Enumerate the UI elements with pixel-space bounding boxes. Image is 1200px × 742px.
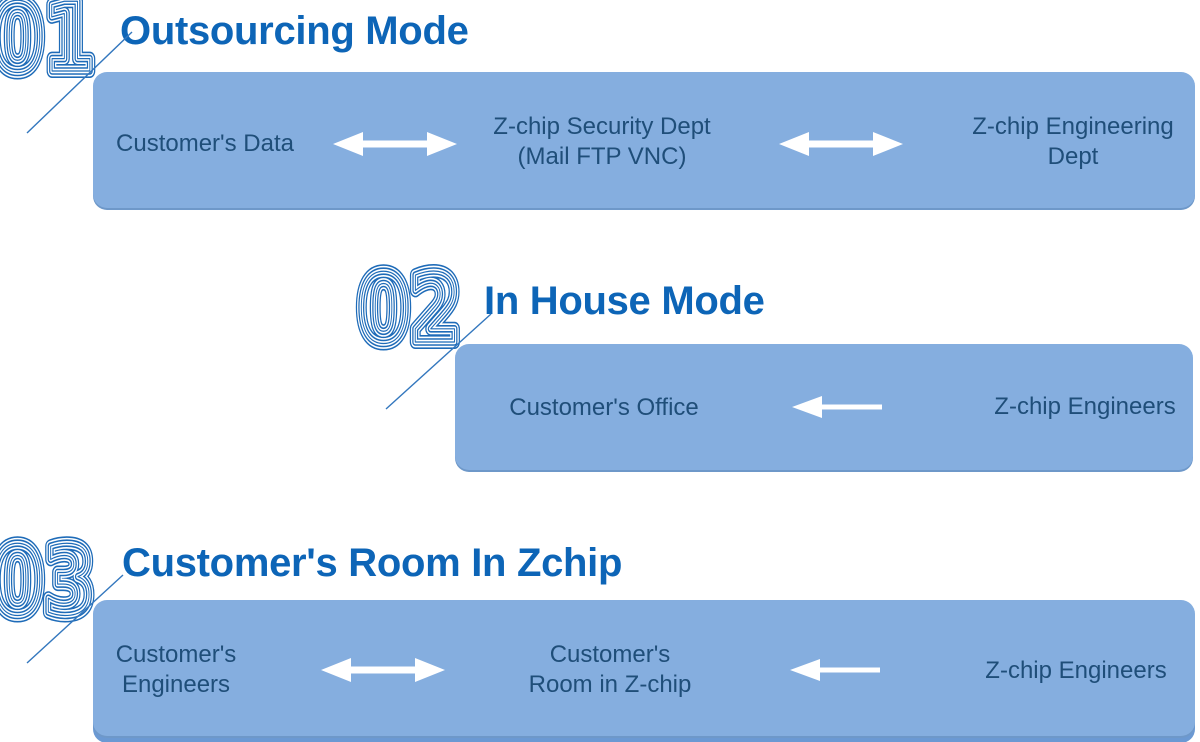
node-zchip-engineers: Z-chip Engineers xyxy=(985,657,1167,684)
node-zchip-engineering-dept: Z-chip Engineering Dept xyxy=(972,113,1174,170)
node-customers-office: Customer's Office xyxy=(509,394,699,421)
svg-text:03: 03 xyxy=(0,527,95,637)
node-customers-engineers: Customer's Engineers xyxy=(115,641,237,698)
node-customers-room-in-zchip: Customer's Room in Z-chip xyxy=(528,641,692,698)
bidirectional-arrow-icon xyxy=(779,132,903,156)
node-zchip-security-dept: Z-chip Security Dept (Mail FTP VNC) xyxy=(493,113,711,170)
bidirectional-arrow-icon xyxy=(333,132,457,156)
customers-room-panel xyxy=(93,600,1195,738)
left-arrow-icon xyxy=(790,659,880,681)
bidirectional-arrow-icon xyxy=(321,658,445,682)
svg-text:02: 02 xyxy=(358,255,461,365)
svg-text:01: 01 xyxy=(0,0,95,94)
outsourcing-mode-panel xyxy=(93,72,1195,210)
node-customers-data: Customer's Data xyxy=(116,130,294,157)
section-title-outsourcing-mode: Outsourcing Mode xyxy=(120,9,469,53)
section-title-in-house-mode: In House Mode xyxy=(484,279,765,323)
node-zchip-engineers: Z-chip Engineers xyxy=(994,393,1176,420)
left-arrow-icon xyxy=(792,396,882,418)
section-number-02: 02 02 02 02 02 xyxy=(352,249,467,372)
section-title-customers-room-in-zchip: Customer's Room In Zchip xyxy=(122,541,623,585)
